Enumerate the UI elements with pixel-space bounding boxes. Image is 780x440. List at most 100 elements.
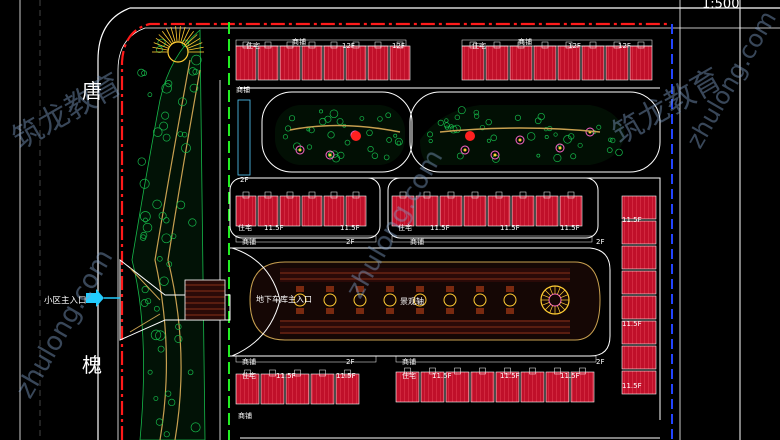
floor-label: 2F	[596, 358, 604, 366]
axis-tile	[386, 286, 394, 292]
stair-core	[330, 191, 338, 199]
tree	[479, 124, 486, 131]
building-unit	[310, 373, 335, 405]
tree	[153, 396, 159, 401]
tree	[177, 97, 187, 107]
tree	[137, 157, 146, 166]
west-landscape-park	[119, 26, 231, 440]
axis-tile	[386, 308, 394, 314]
commercial-label: 商铺	[410, 237, 424, 246]
tree	[166, 261, 173, 268]
floor-label: 2F	[596, 238, 604, 246]
building-unit	[235, 45, 257, 81]
tree	[177, 131, 184, 137]
flower-bed	[555, 143, 565, 153]
stair-core	[493, 41, 501, 49]
tree	[161, 233, 172, 244]
tree	[437, 119, 444, 126]
tree	[174, 334, 183, 343]
flower-bed	[295, 145, 305, 155]
tree	[141, 70, 148, 77]
tree	[553, 132, 558, 137]
axis-motif	[473, 293, 487, 307]
stair-core	[613, 41, 621, 49]
stair-core	[286, 191, 294, 199]
building-unit	[279, 45, 301, 81]
stair-core	[374, 41, 382, 49]
rose-ray	[556, 305, 561, 314]
tree	[359, 116, 365, 121]
rose-ray	[544, 289, 552, 297]
flower-center	[518, 138, 522, 142]
stair-core	[454, 367, 461, 375]
commercial-strip	[461, 39, 653, 47]
north-block-east	[461, 41, 653, 81]
tree	[570, 153, 577, 160]
fan-ray	[162, 31, 173, 45]
floor-label: 12F	[618, 42, 631, 50]
stair-core	[264, 41, 272, 49]
flower-bed	[325, 150, 335, 160]
tree	[187, 369, 194, 376]
tree	[606, 147, 613, 154]
axis-tile	[506, 286, 514, 292]
landscape-axis-plaza	[231, 247, 601, 357]
tree	[168, 398, 176, 407]
floor-label: 11.5F	[500, 372, 520, 380]
flower-bed	[515, 135, 525, 145]
tree	[454, 114, 461, 121]
building-unit	[367, 45, 389, 81]
radial-pavilion	[152, 26, 204, 63]
commercial-label: 商铺	[402, 357, 416, 366]
stair-core	[330, 41, 338, 49]
tree	[188, 218, 197, 227]
tree	[449, 124, 454, 129]
stair-core	[294, 369, 301, 377]
stair-core	[637, 41, 645, 49]
commercial-label: 商铺	[242, 357, 256, 366]
building-unit	[391, 195, 415, 227]
fan-ray	[186, 37, 201, 48]
building-unit	[487, 195, 511, 227]
building-unit	[485, 45, 509, 81]
building-unit	[605, 45, 629, 81]
axis-tile	[446, 286, 454, 292]
stair-core	[396, 41, 404, 49]
tree	[161, 111, 170, 120]
tree	[176, 200, 186, 210]
tree	[165, 390, 172, 397]
building-unit	[235, 373, 260, 405]
building-unit	[629, 45, 653, 81]
axis-motif	[413, 293, 427, 307]
tree	[162, 133, 171, 142]
tree	[140, 299, 149, 307]
building-unit	[621, 270, 657, 295]
tree	[608, 137, 613, 142]
stair-core	[429, 367, 436, 375]
tree	[473, 109, 480, 116]
fan-ray	[170, 26, 176, 43]
tree	[534, 117, 542, 125]
fan-ray	[187, 42, 203, 49]
scale-label: 1:500	[702, 0, 739, 12]
tree	[568, 133, 575, 140]
axis-tile	[326, 308, 334, 314]
axis-tile	[446, 308, 454, 314]
building-unit	[557, 45, 581, 81]
building-unit	[621, 295, 657, 320]
floor-label: 11.5F	[622, 216, 642, 224]
tree	[158, 211, 167, 220]
commercial-label: 商铺	[518, 37, 532, 46]
tree	[306, 127, 311, 132]
tree	[536, 153, 541, 158]
tree	[159, 121, 169, 131]
tree	[155, 46, 163, 54]
tree	[367, 146, 374, 153]
commercial-label: 商铺	[242, 237, 256, 246]
tree	[191, 54, 202, 66]
building-unit	[420, 371, 445, 403]
floor-label: 12F	[342, 42, 355, 50]
rose-ray	[549, 305, 554, 314]
stair-core	[517, 41, 525, 49]
stair-core	[529, 367, 536, 375]
